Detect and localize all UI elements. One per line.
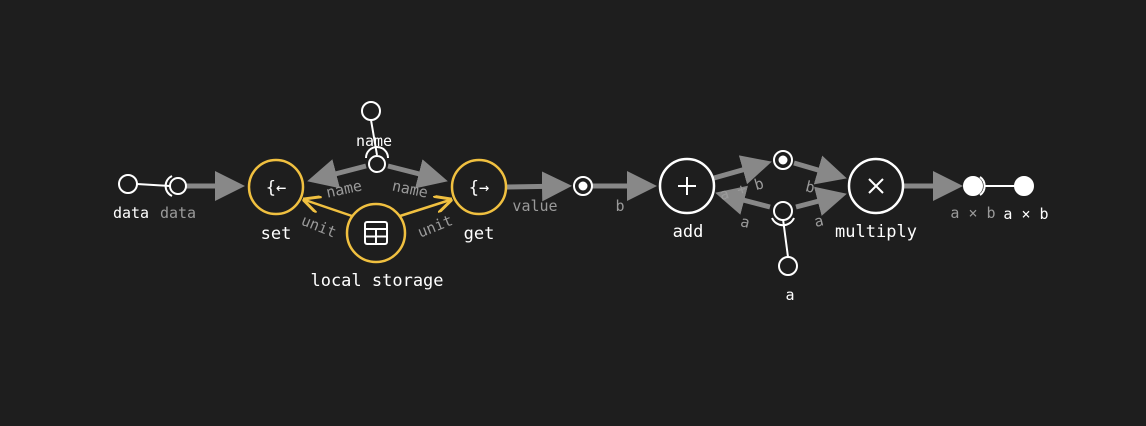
data-socket-arc (164, 175, 173, 197)
a-port-label: a (785, 286, 794, 304)
get-glyph-icon: {→ (469, 178, 489, 198)
edge-add-to-b2 (713, 155, 772, 185)
name-socket-arc (365, 146, 389, 159)
get-node[interactable]: {→ (450, 158, 508, 216)
table-icon (364, 221, 388, 245)
data-port-label: data (113, 204, 149, 222)
edge-label-unit-set: unit (299, 211, 339, 241)
wire-name (370, 119, 378, 156)
multiply-label: multiply (835, 222, 917, 242)
result-output-port[interactable] (1014, 176, 1034, 196)
edge-unit-to-get (399, 200, 450, 218)
local-storage-node[interactable] (345, 202, 407, 264)
local-storage-label: local storage (310, 271, 443, 291)
edge-name-to-set (307, 159, 367, 189)
result-socket-arc (979, 176, 986, 196)
a-socket-port[interactable] (773, 201, 793, 221)
edge-a-to-add (715, 185, 771, 215)
edge-label-value: value (512, 197, 557, 215)
result-socket-port[interactable] (963, 176, 983, 196)
edge-a-to-multiply (795, 186, 847, 216)
result-port-label: a × b (1003, 205, 1048, 223)
set-label: set (261, 224, 292, 244)
edge-get-to-b (505, 171, 572, 202)
edge-label-b-mul: b (804, 177, 817, 197)
multiply-node[interactable] (847, 157, 905, 215)
name-input-port[interactable] (361, 101, 381, 121)
edge-label-a-mul: a (812, 211, 825, 231)
edge-label-a-times-b: a × b (950, 204, 995, 222)
set-glyph-icon: {← (266, 178, 286, 198)
edge-name-to-get (387, 159, 448, 189)
edge-label-data: data (160, 204, 196, 222)
data-input-port[interactable] (118, 174, 138, 194)
set-node[interactable]: {← (247, 158, 305, 216)
edge-label-name-set: name (324, 177, 363, 202)
b2-port-dot (778, 155, 788, 165)
edge-b2-to-multiply (793, 155, 847, 185)
name-port-label: name (356, 132, 392, 150)
times-icon (868, 178, 884, 194)
add-label: add (673, 222, 704, 242)
edge-label-b-add: b (615, 197, 624, 215)
name-socket-port[interactable] (368, 155, 386, 173)
edge-label-a-add: a (739, 212, 752, 232)
add-node[interactable] (658, 157, 716, 215)
b-port-dot (578, 181, 588, 191)
get-label: get (464, 224, 495, 244)
a-input-port[interactable] (778, 256, 798, 276)
wire-data (136, 183, 171, 187)
edge-unit-to-set (305, 200, 353, 218)
a-socket-arc (771, 217, 795, 227)
data-socket-port[interactable] (169, 177, 187, 195)
edge-label-name-get: name (391, 177, 430, 202)
edge-label-unit-get: unit (415, 211, 455, 241)
plus-icon (678, 177, 696, 195)
